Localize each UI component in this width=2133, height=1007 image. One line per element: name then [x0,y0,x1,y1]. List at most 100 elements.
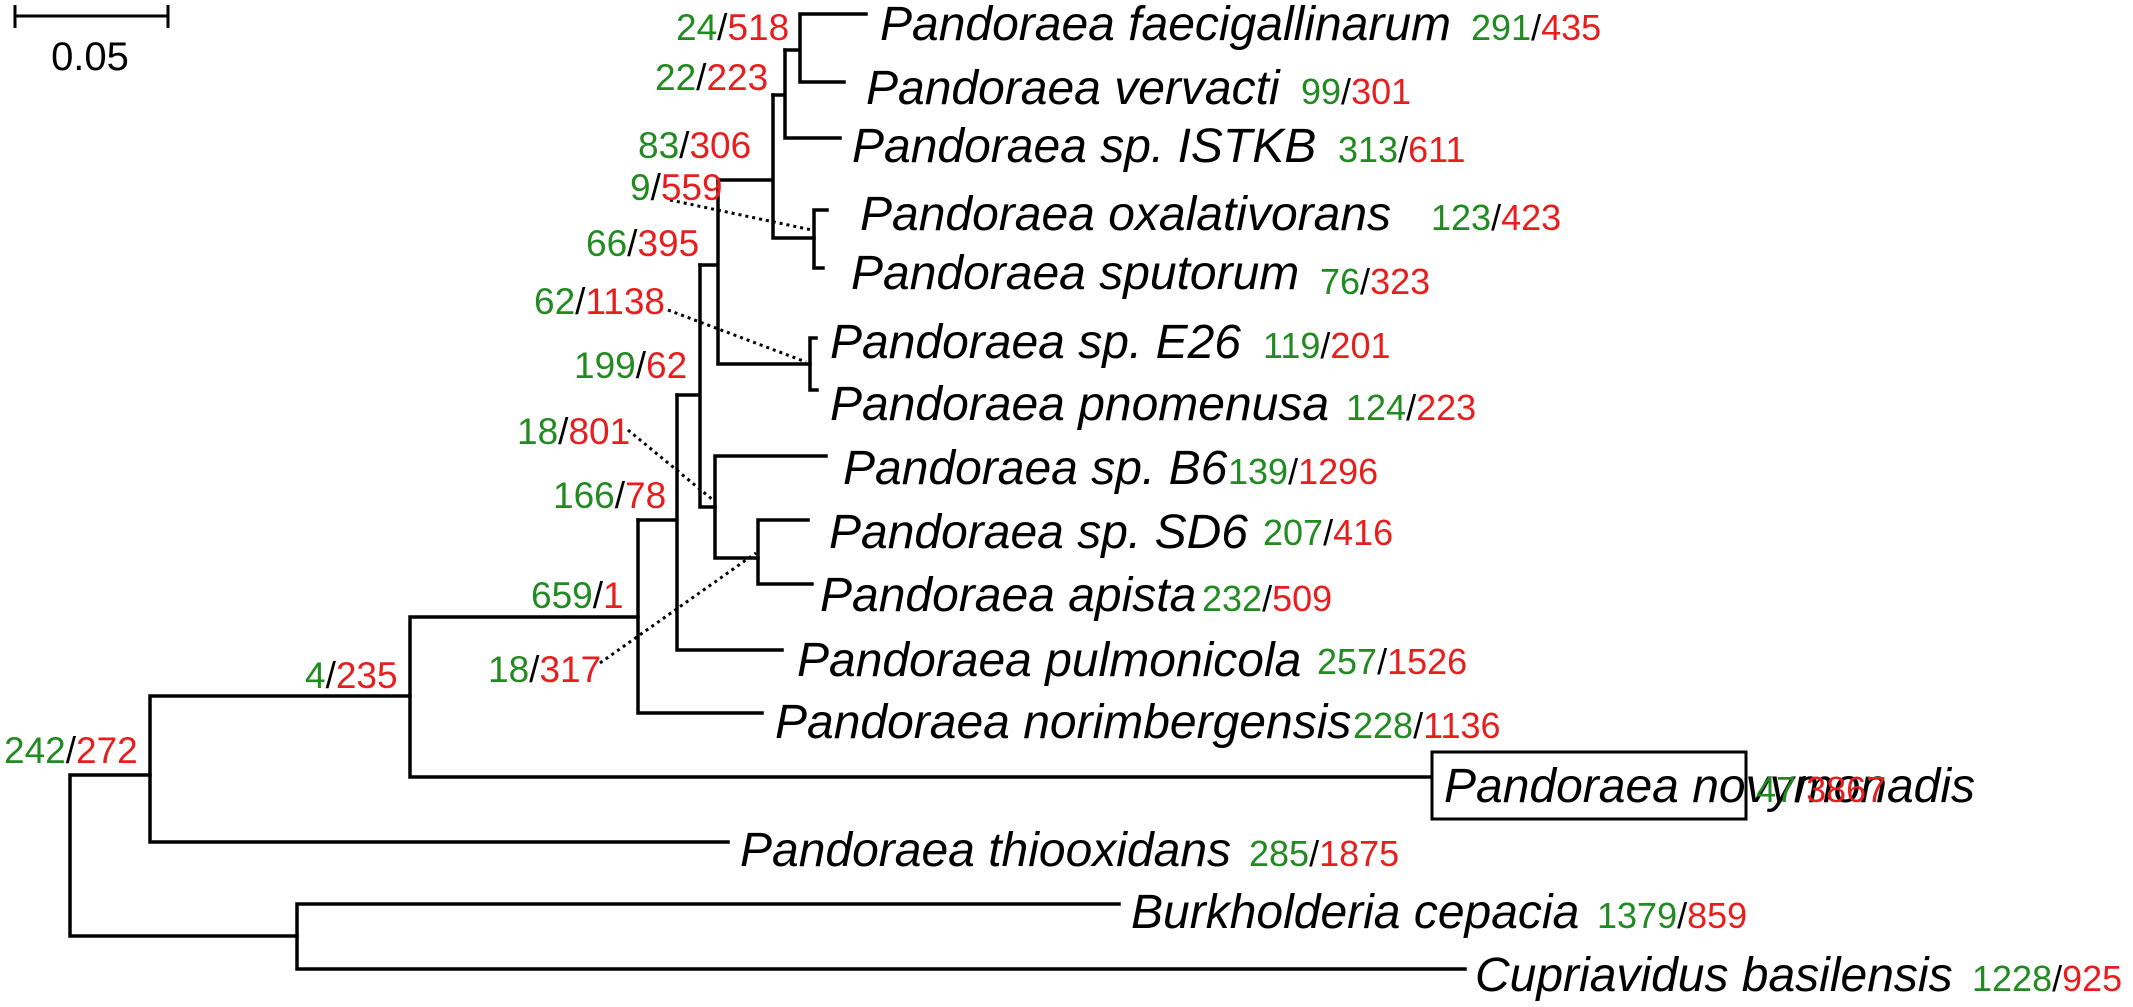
tree-branches [68,12,1467,971]
gain-count: 22 [655,57,696,98]
leaf-count: 47/3867 [1756,769,1886,810]
leader-line [669,198,813,232]
branch [675,263,717,509]
gain-count: 9 [630,167,651,208]
gain-count: 18 [517,411,558,452]
loss-count: 272 [76,730,138,771]
leaf-label: Pandoraea sputorum [851,247,1299,300]
gain-count: 1379 [1597,895,1677,936]
gain-count: 207 [1263,512,1323,553]
gain-count: 4 [305,655,326,696]
loss-count: 925 [2062,958,2122,999]
gain-count: 291 [1471,7,1531,48]
leaf-label: Pandoraea pulmonicola [797,634,1301,687]
leaf-count: 313/611 [1338,129,1466,170]
leaf-count: 99/301 [1301,71,1411,112]
gain-count: 83 [638,125,679,166]
leaf-label: Cupriavidus basilensis [1475,949,1953,1002]
leaf-label: Pandoraea sp. ISTKB [852,120,1316,173]
leaf-count: 291/435 [1471,7,1601,48]
gain-count: 99 [1301,71,1341,112]
branch [148,694,730,844]
loss-count: 1296 [1298,451,1378,492]
loss-count: 317 [539,649,601,690]
leaf-label: Pandoraea apista [820,569,1196,622]
gain-count: 659 [531,575,593,616]
loss-count: 559 [661,167,723,208]
leaf-label: Pandoraea sp. E26 [830,316,1241,369]
node-count: 659/1 [531,575,624,616]
loss-count: 423 [1501,197,1561,238]
gain-count: 232 [1202,578,1262,619]
loss-count: 306 [689,125,751,166]
loss-count: 801 [568,411,630,452]
gain-count: 228 [1353,705,1413,746]
leaf-count: 76/323 [1320,261,1430,302]
node-count: 24/518 [676,7,789,48]
loss-count: 1136 [1423,705,1500,746]
leaf-label: Pandoraea pnomenusa [830,378,1329,431]
loss-count: 1875 [1319,833,1399,874]
leaf-count: 139/1296 [1228,451,1378,492]
branch [771,48,842,140]
branch [756,518,814,586]
loss-count: 611 [1408,129,1465,170]
branch [783,12,868,84]
branch [295,902,1467,971]
node-count: 166/78 [553,475,666,516]
gain-count: 242 [4,730,66,771]
leader-line [627,428,714,502]
branch [408,615,1432,779]
leaf-count: 1228/925 [1972,958,2122,999]
loss-count: 62 [646,345,687,386]
branch [636,518,764,715]
loss-count: 1138 [585,281,665,322]
node-count: 83/306 [638,125,751,166]
gain-count: 66 [586,223,627,264]
leaf-count: 124/223 [1346,387,1476,428]
gain-count: 166 [553,475,615,516]
leaf-label: Pandoraea sp. SD6 [829,506,1248,559]
gain-count: 47 [1756,769,1796,810]
leaf-count: 1379/859 [1597,895,1747,936]
node-count: 18/801 [517,411,630,452]
gain-count: 123 [1431,197,1491,238]
node-count: 66/395 [586,223,699,264]
node-count: 4/235 [305,655,398,696]
node-count: 199/62 [574,345,687,386]
gain-count: 285 [1249,833,1309,874]
node-count: 9/559 [630,167,723,208]
leaf-count: 285/1875 [1249,833,1399,874]
leaf-label: Pandoraea thiooxidans [740,824,1231,877]
leaf-count: 257/1526 [1317,641,1467,682]
gain-count: 139 [1228,451,1288,492]
leaf-count: 232/509 [1202,578,1332,619]
node-count: 18/317 [488,649,601,690]
branch [812,208,829,270]
node-count: 22/223 [655,57,768,98]
leaf-count: 123/423 [1431,197,1561,238]
leaf-label: Pandoraea oxalativorans [860,188,1391,241]
loss-count: 859 [1687,895,1747,936]
leaf-label: Pandoraea novymonadis [1444,760,1975,813]
branch [716,93,816,240]
gain-count: 24 [676,7,717,48]
gain-count: 313 [1338,129,1398,170]
node-count: 242/272 [4,730,138,771]
leader-line [667,308,807,364]
branch [713,454,828,560]
highlight-box [1430,750,1748,821]
gain-count: 1228 [1972,958,2052,999]
leaf-count: 228/1136 [1353,705,1501,746]
scale-bar-label: 0.05 [51,35,129,79]
leaf-label: Pandoraea sp. B6 [843,442,1228,495]
gain-count: 119 [1263,325,1320,366]
leaf-label: Pandoraea vervacti [866,62,1281,115]
leaf-count: 119/201 [1263,325,1391,366]
loss-count: 3867 [1806,769,1886,810]
gain-count: 199 [574,345,636,386]
loss-count: 201 [1330,325,1390,366]
gain-count: 257 [1317,641,1377,682]
leaf-count: 207/416 [1263,512,1393,553]
